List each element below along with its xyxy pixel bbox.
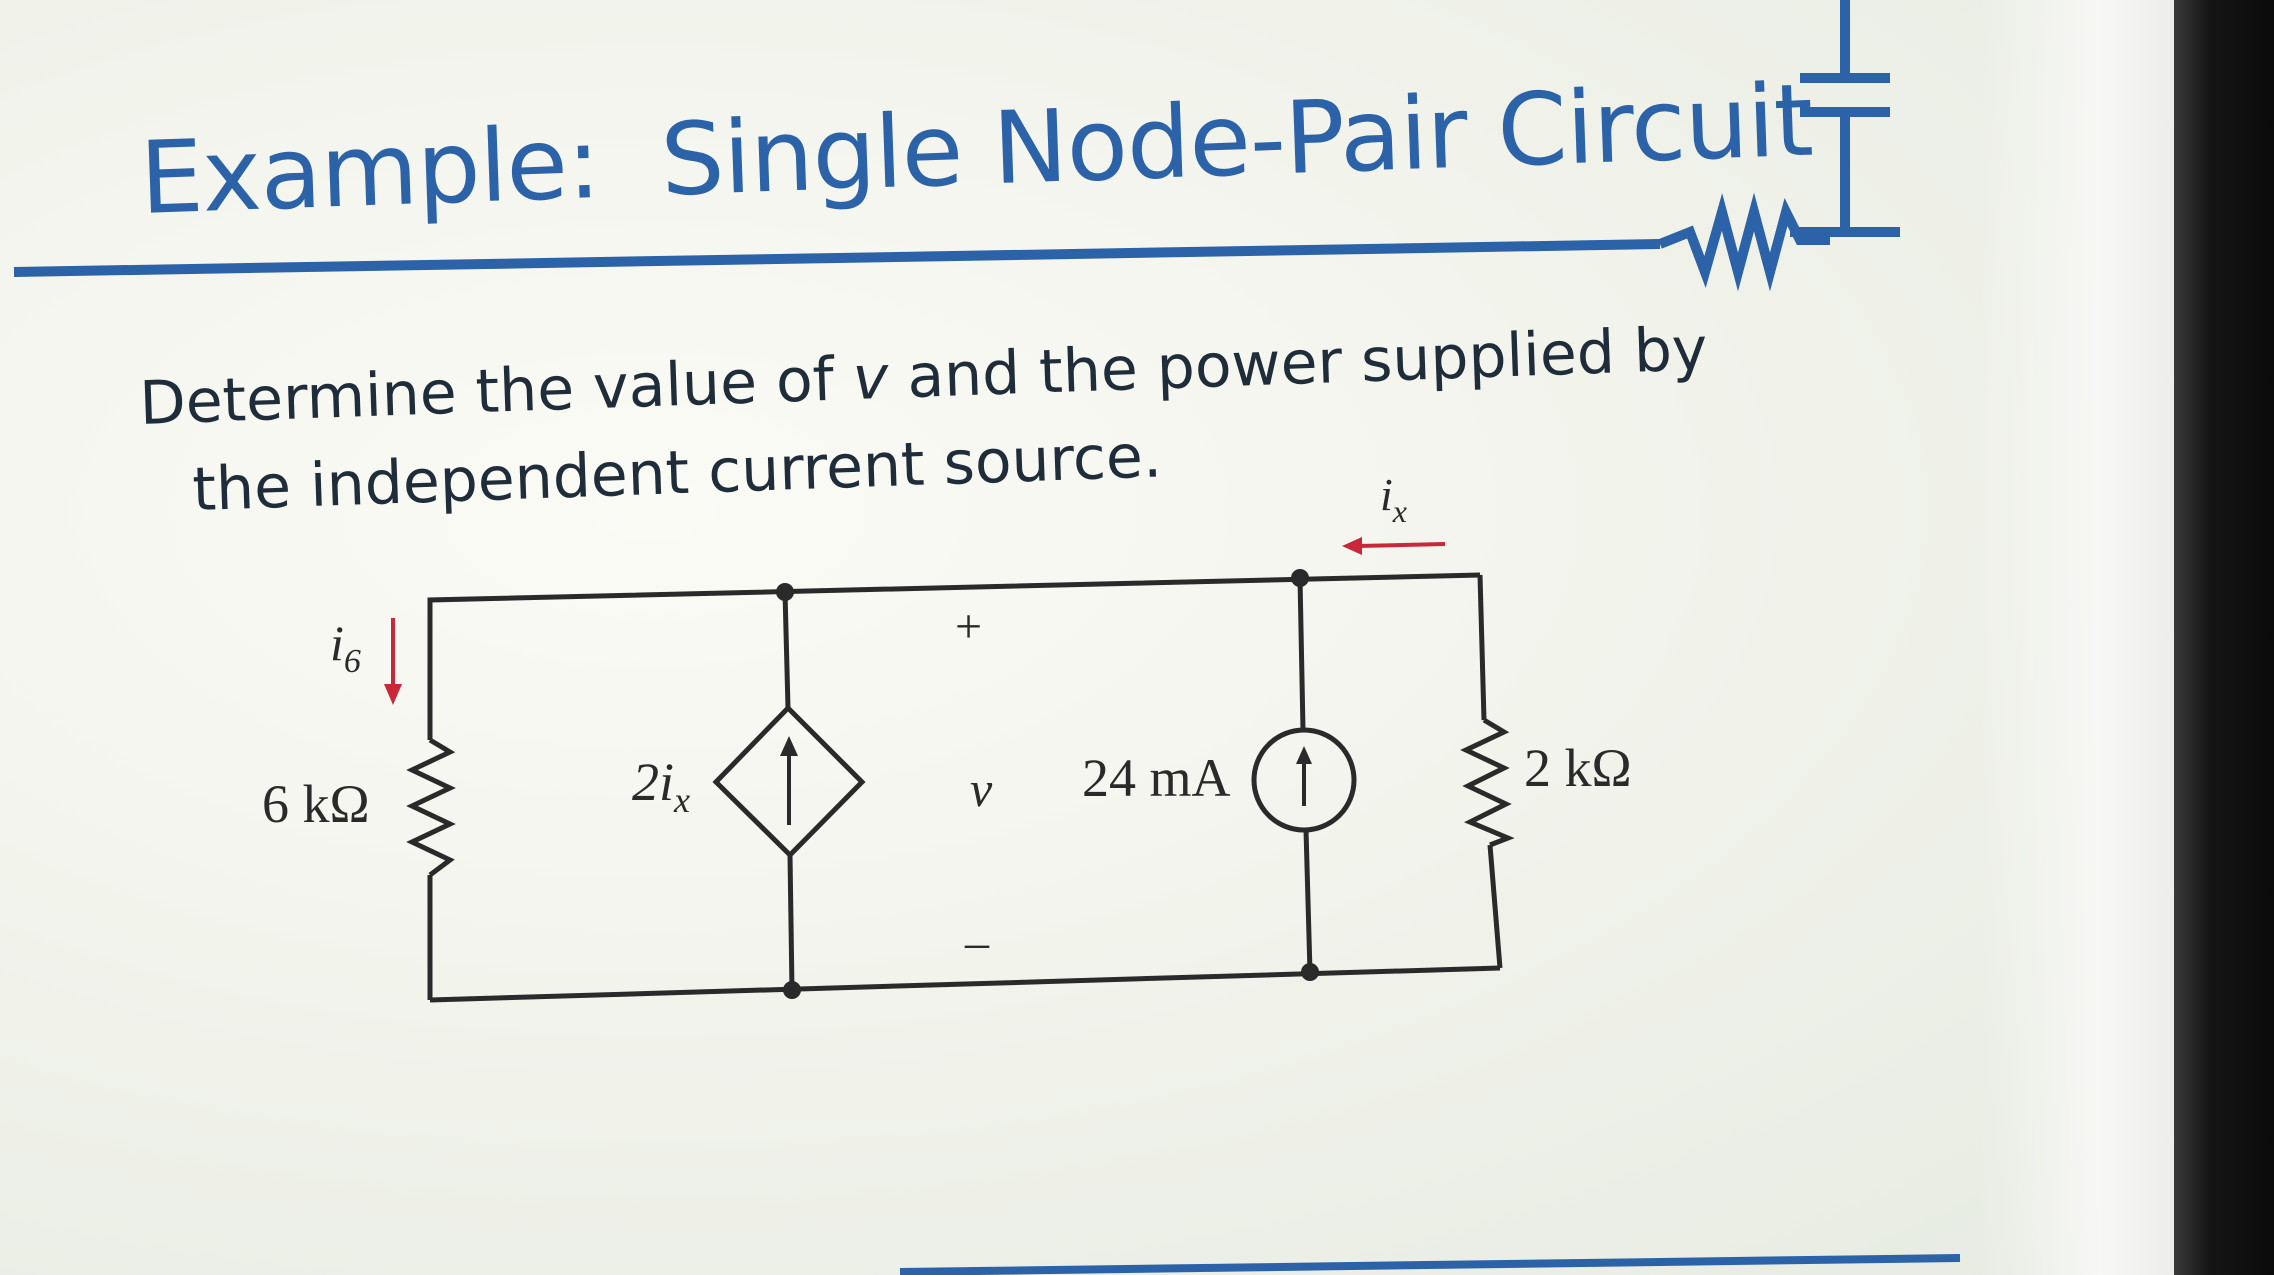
circuit-logo-icon <box>1658 0 1900 292</box>
node-top-right <box>1291 569 1309 587</box>
independent-source-label: 24 mA <box>1082 748 1231 808</box>
dependent-current-source-icon <box>712 704 866 859</box>
dep-branch-bottom <box>787 854 795 991</box>
node-bottom-right <box>1301 963 1319 981</box>
bottom-wire <box>429 965 1501 1003</box>
i6-label: i6 <box>330 615 361 680</box>
dep-branch-top <box>782 591 791 709</box>
right-branch-bottom <box>1487 844 1503 969</box>
node-top-left <box>776 583 794 601</box>
slide-bottom-rule <box>899 1254 1961 1275</box>
left-resistor-icon <box>406 737 456 877</box>
dependent-source-label: 2ix <box>632 752 690 820</box>
circuit-wires <box>427 572 1503 1003</box>
ind-branch-top <box>1297 577 1306 731</box>
slide-edge-highlight <box>1980 0 2180 1275</box>
i6-current-arrow-icon <box>384 618 402 705</box>
title-underline <box>13 239 1661 277</box>
voltage-plus-sign: + <box>955 600 982 653</box>
right-resistor-icon <box>1460 717 1515 848</box>
ind-branch-bottom <box>1303 829 1313 973</box>
independent-current-source-icon <box>1251 727 1357 833</box>
slide-background <box>0 0 2180 1275</box>
voltage-label: v <box>970 761 993 817</box>
node-bottom-left <box>783 981 801 999</box>
ix-current-arrow-icon <box>1342 537 1446 555</box>
right-branch-top <box>1477 574 1487 721</box>
left-resistor-label: 6 kΩ <box>262 774 370 834</box>
ix-label: ix <box>1380 469 1407 529</box>
voltage-minus-sign: – <box>964 916 990 969</box>
right-resistor-label: 2 kΩ <box>1524 738 1632 798</box>
monitor-bezel <box>2174 0 2274 1275</box>
